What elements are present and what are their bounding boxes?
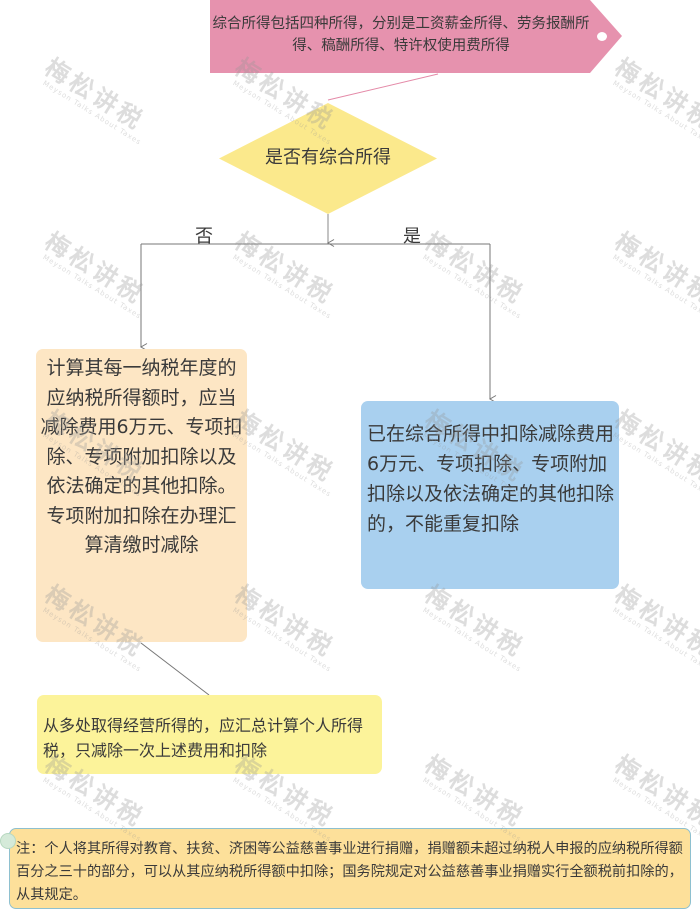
left-to-subnote-line (140, 642, 210, 696)
footer-note-text: 注：个人将其所得对教育、扶贫、济困等公益慈善事业进行捐赠，捐赠额未超过纳税人申报… (16, 841, 683, 903)
no-branch-box (36, 349, 247, 642)
branch-no-label: 否 (195, 226, 213, 247)
tag-hole-icon (597, 32, 607, 41)
tag-to-decision-line (327, 73, 439, 101)
no-branch-text: 计算其每一纳税年度的应纳税所得额时，应当减除费用6万元、专项扣除、专项附加扣除以… (40, 357, 243, 556)
decision-text: 是否有综合所得 (265, 147, 391, 168)
yes-branch-text: 已在综合所得中扣除减除费用6万元、专项扣除、专项附加扣除以及依法确定的其他扣除的… (367, 423, 615, 535)
income-types-tag (210, 0, 622, 73)
branch-yes-label: 是 (403, 226, 421, 247)
multiple-sources-text: 从多处取得经营所得的，应汇总计算个人所得税，只减除一次上述费用和扣除 (43, 716, 364, 760)
yes-branch-box (361, 401, 619, 589)
income-types-text: 综合所得包括四种所得，分别是工资薪金所得、劳务报酬所得、稿酬所得、特许权使用费所… (212, 16, 590, 54)
footer-note-box (9, 828, 691, 909)
note-pin-icon (0, 833, 16, 849)
multiple-sources-box (37, 695, 382, 774)
